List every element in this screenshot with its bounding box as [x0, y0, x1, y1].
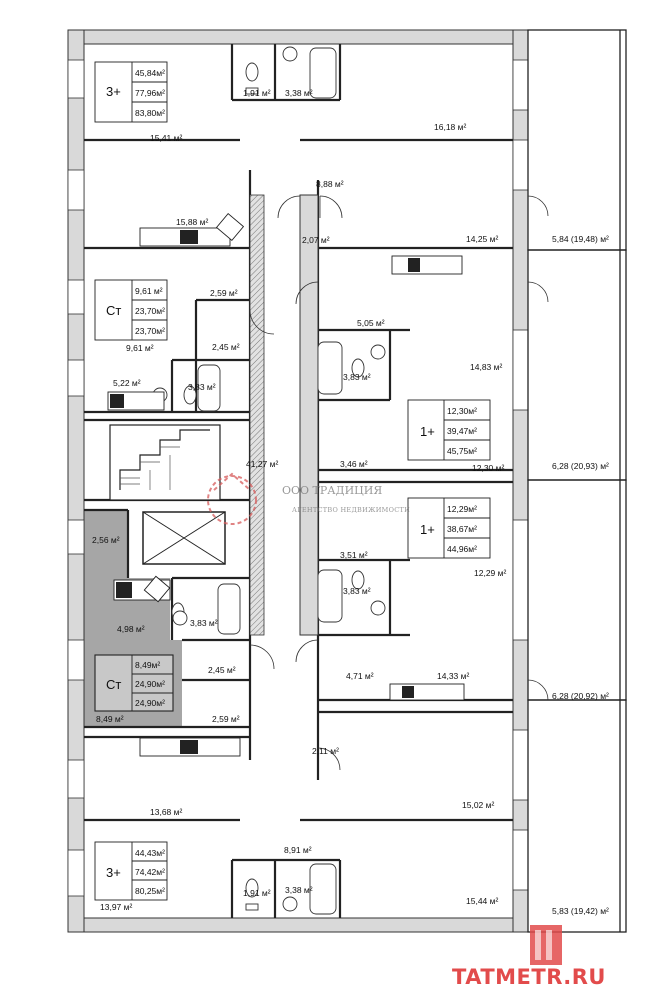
unit-stat-6-b: 74,42м²: [135, 867, 165, 877]
room-area: 1,91 м²: [243, 888, 271, 898]
wall-top: [67, 29, 529, 45]
room-area: 5,84 (19,48) м²: [552, 234, 609, 244]
room-area: 15,41 м²: [150, 133, 182, 143]
unit-type-4: 1+: [420, 522, 435, 537]
unit-type-5: Ст: [106, 677, 121, 692]
wall-left: [67, 29, 85, 933]
watermark-emblem-icon: [207, 472, 257, 525]
unit-stat-5-b: 24,90м²: [135, 679, 165, 689]
logo-building-icon: [530, 925, 562, 965]
room-area: 4,71 м²: [346, 671, 374, 681]
unit-stat-6-c: 80,25м²: [135, 886, 165, 896]
unit-stat-6-a: 44,43м²: [135, 848, 165, 858]
room-area: 14,83 м²: [470, 362, 502, 372]
watermark-subtitle: АГЕНТСТВО НЕДВИЖИМОСТИ: [292, 506, 410, 514]
unit-stat-2-c: 23,70м²: [135, 326, 165, 336]
kitchen-counters: [107, 213, 465, 757]
unit-stat-5-a: 8,49м²: [135, 660, 160, 670]
room-area: 14,25 м²: [466, 234, 498, 244]
room-area: 6,28 (20,93) м²: [552, 461, 609, 471]
unit-stat-2-b: 23,70м²: [135, 306, 165, 316]
unit-stat-1-c: 83,80м²: [135, 108, 165, 118]
unit-type-2: Ст: [106, 303, 121, 318]
room-area: 5,22 м²: [113, 378, 141, 388]
logo-text: TATMETR.RU: [452, 965, 606, 989]
unit-stat-1-a: 45,84м²: [135, 68, 165, 78]
unit-stat-3-c: 45,75м²: [447, 446, 477, 456]
room-area: 3,83 м²: [343, 586, 371, 596]
room-area: 3,38 м²: [285, 885, 313, 895]
site-logo[interactable]: TATMETR.RU: [452, 925, 606, 989]
watermark-title: ООО ТРАДИЦИЯ: [282, 484, 382, 497]
room-area: 3,38 м²: [285, 88, 313, 98]
room-area: 2,45 м²: [212, 342, 240, 352]
wall-bottom: [67, 917, 529, 933]
room-area: 15,88 м²: [176, 217, 208, 227]
bath-fixtures: [197, 47, 343, 915]
room-area: 5,83 (19,42) м²: [552, 906, 609, 916]
unit-type-1: 3+: [106, 84, 121, 99]
room-area: 8,91 м²: [284, 845, 312, 855]
unit-box-2[interactable]: Ст 9,61 м² 23,70м² 23,70м²: [94, 279, 168, 341]
unit-box-1[interactable]: 3+ 45,84м² 77,96м² 83,80м²: [94, 61, 168, 123]
room-area: 41,27 м²: [246, 459, 278, 469]
room-area: 2,45 м²: [208, 665, 236, 675]
unit-box-4[interactable]: 1+ 12,29м² 38,67м² 44,96м²: [407, 497, 491, 559]
unit-box-5[interactable]: Ст 8,49м² 24,90м² 24,90м²: [94, 654, 174, 712]
unit-box-6[interactable]: 3+ 44,43м² 74,42м² 80,25м²: [94, 841, 168, 901]
stair-core: [109, 424, 226, 565]
room-area: 13,97 м²: [100, 902, 132, 912]
room-area: 6,28 (20,92) м²: [552, 691, 609, 701]
agency-watermark: ООО ТРАДИЦИЯ АГЕНТСТВО НЕДВИЖИМОСТИ: [207, 472, 410, 525]
room-area: 15,02 м²: [462, 800, 494, 810]
room-area: 2,59 м²: [210, 288, 238, 298]
unit-stat-4-a: 12,29м²: [447, 504, 477, 514]
windows-right: [512, 59, 529, 891]
unit-stat-3-a: 12,30м²: [447, 406, 477, 416]
unit-stat-4-c: 44,96м²: [447, 544, 477, 554]
unit-stat-3-b: 39,47м²: [447, 426, 477, 436]
room-area: 15,44 м²: [466, 896, 498, 906]
room-area: 8,49 м²: [96, 714, 124, 724]
room-area: 5,05 м²: [357, 318, 385, 328]
room-area: 2,56 м²: [92, 535, 120, 545]
room-area: 3,83 м²: [188, 382, 216, 392]
room-area: 16,18 м²: [434, 122, 466, 132]
room-area: 3,83 м²: [190, 618, 218, 628]
unit-stat-4-b: 38,67м²: [447, 524, 477, 534]
unit-stat-1-b: 77,96м²: [135, 88, 165, 98]
room-area-labels: 1,91 м² 3,38 м² 15,41 м² 16,18 м² 8,88 м…: [92, 88, 609, 916]
windows-left: [67, 59, 85, 897]
unit-stat-2-a: 9,61 м²: [135, 286, 163, 296]
room-area: 9,61 м²: [126, 343, 154, 353]
balconies: [527, 29, 627, 933]
room-area: 12,29 м²: [474, 568, 506, 578]
unit-type-3: 1+: [420, 424, 435, 439]
unit-box-3[interactable]: 1+ 12,30м² 39,47м² 45,75м²: [407, 399, 491, 461]
unit-type-6: 3+: [106, 865, 121, 880]
door-swings: [249, 195, 549, 771]
room-area: 3,83 м²: [343, 372, 371, 382]
corridor-column: [299, 194, 319, 636]
unit-stat-5-c: 24,90м²: [135, 698, 165, 708]
room-area: 2,07 м²: [302, 235, 330, 245]
room-area: 14,33 м²: [437, 671, 469, 681]
room-area: 2,11 м²: [312, 746, 339, 756]
room-area: 8,88 м²: [316, 179, 344, 189]
room-area: 12,30 м²: [472, 463, 504, 473]
room-area: 3,46 м²: [340, 459, 368, 469]
room-area: 2,59 м²: [212, 714, 240, 724]
column-left: [249, 194, 265, 636]
room-area: 3,51 м²: [340, 550, 368, 560]
room-area: 13,68 м²: [150, 807, 182, 817]
toilet-fixtures: [152, 46, 386, 912]
room-area: 4,98 м²: [117, 624, 145, 634]
room-area: 1,91 м²: [243, 88, 271, 98]
